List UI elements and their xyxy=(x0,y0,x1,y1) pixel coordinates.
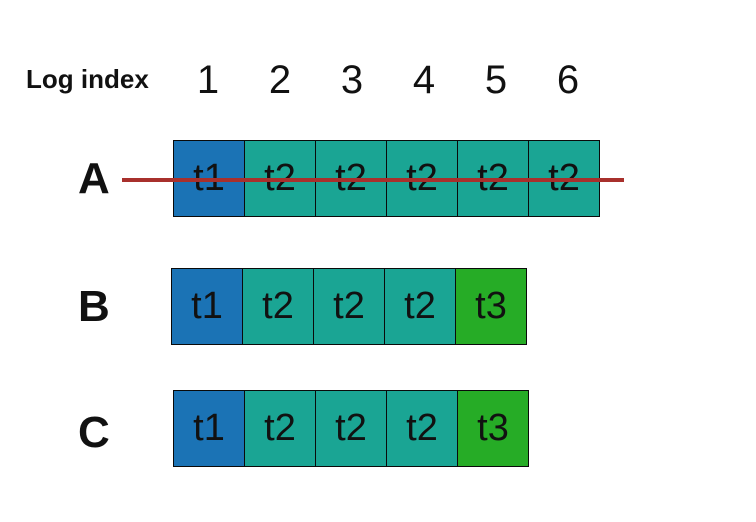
log-index-5: 5 xyxy=(484,58,508,102)
log-row-b: t1 t2 t2 t2 t3 xyxy=(171,268,527,345)
log-row-c: t1 t2 t2 t2 t3 xyxy=(173,390,529,467)
log-entry-cell: t3 xyxy=(455,268,527,345)
log-entry-cell: t2 xyxy=(386,390,458,467)
log-entry-cell: t2 xyxy=(384,268,456,345)
log-index-6: 6 xyxy=(556,58,580,102)
log-index-1: 1 xyxy=(196,58,220,102)
log-entry-cell: t2 xyxy=(244,390,316,467)
log-entry-cell: t2 xyxy=(313,268,385,345)
log-index-3: 3 xyxy=(340,58,364,102)
log-entry-cell: t2 xyxy=(315,390,387,467)
log-index-header: Log index xyxy=(26,64,149,94)
strike-through-line xyxy=(122,178,624,182)
log-index-4: 4 xyxy=(412,58,436,102)
log-label-c: C xyxy=(78,408,110,457)
log-label-a: A xyxy=(78,154,110,203)
log-entry-cell: t1 xyxy=(173,390,245,467)
log-index-2: 2 xyxy=(268,58,292,102)
log-entry-cell: t2 xyxy=(242,268,314,345)
log-label-b: B xyxy=(78,282,110,331)
log-entry-cell: t1 xyxy=(171,268,243,345)
log-entry-cell: t3 xyxy=(457,390,529,467)
